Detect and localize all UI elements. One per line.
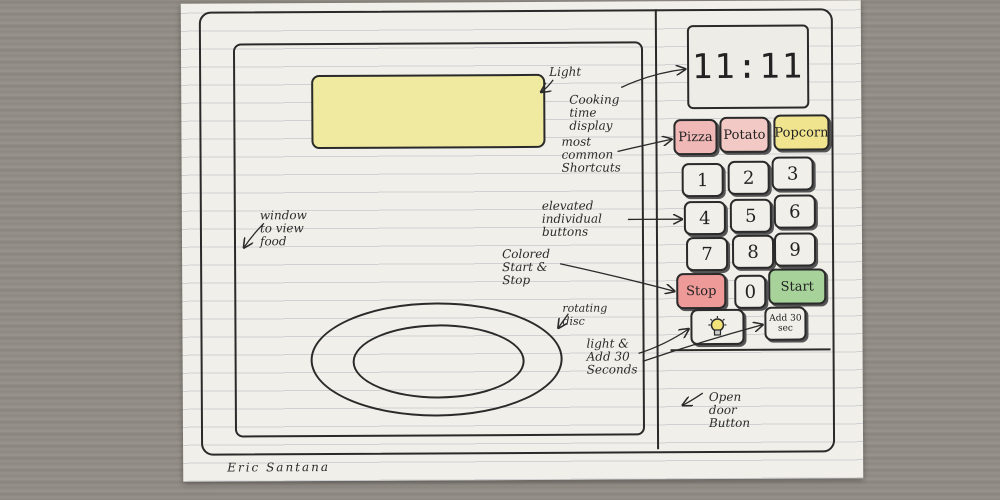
sketch-paper: 11:11 Pizza Potato Popcorn 1 2 3 4 5 6 7…: [180, 0, 864, 482]
lightbulb-icon: [708, 315, 727, 336]
light-button[interactable]: [690, 308, 745, 346]
annotation-arrows: [181, 0, 863, 482]
